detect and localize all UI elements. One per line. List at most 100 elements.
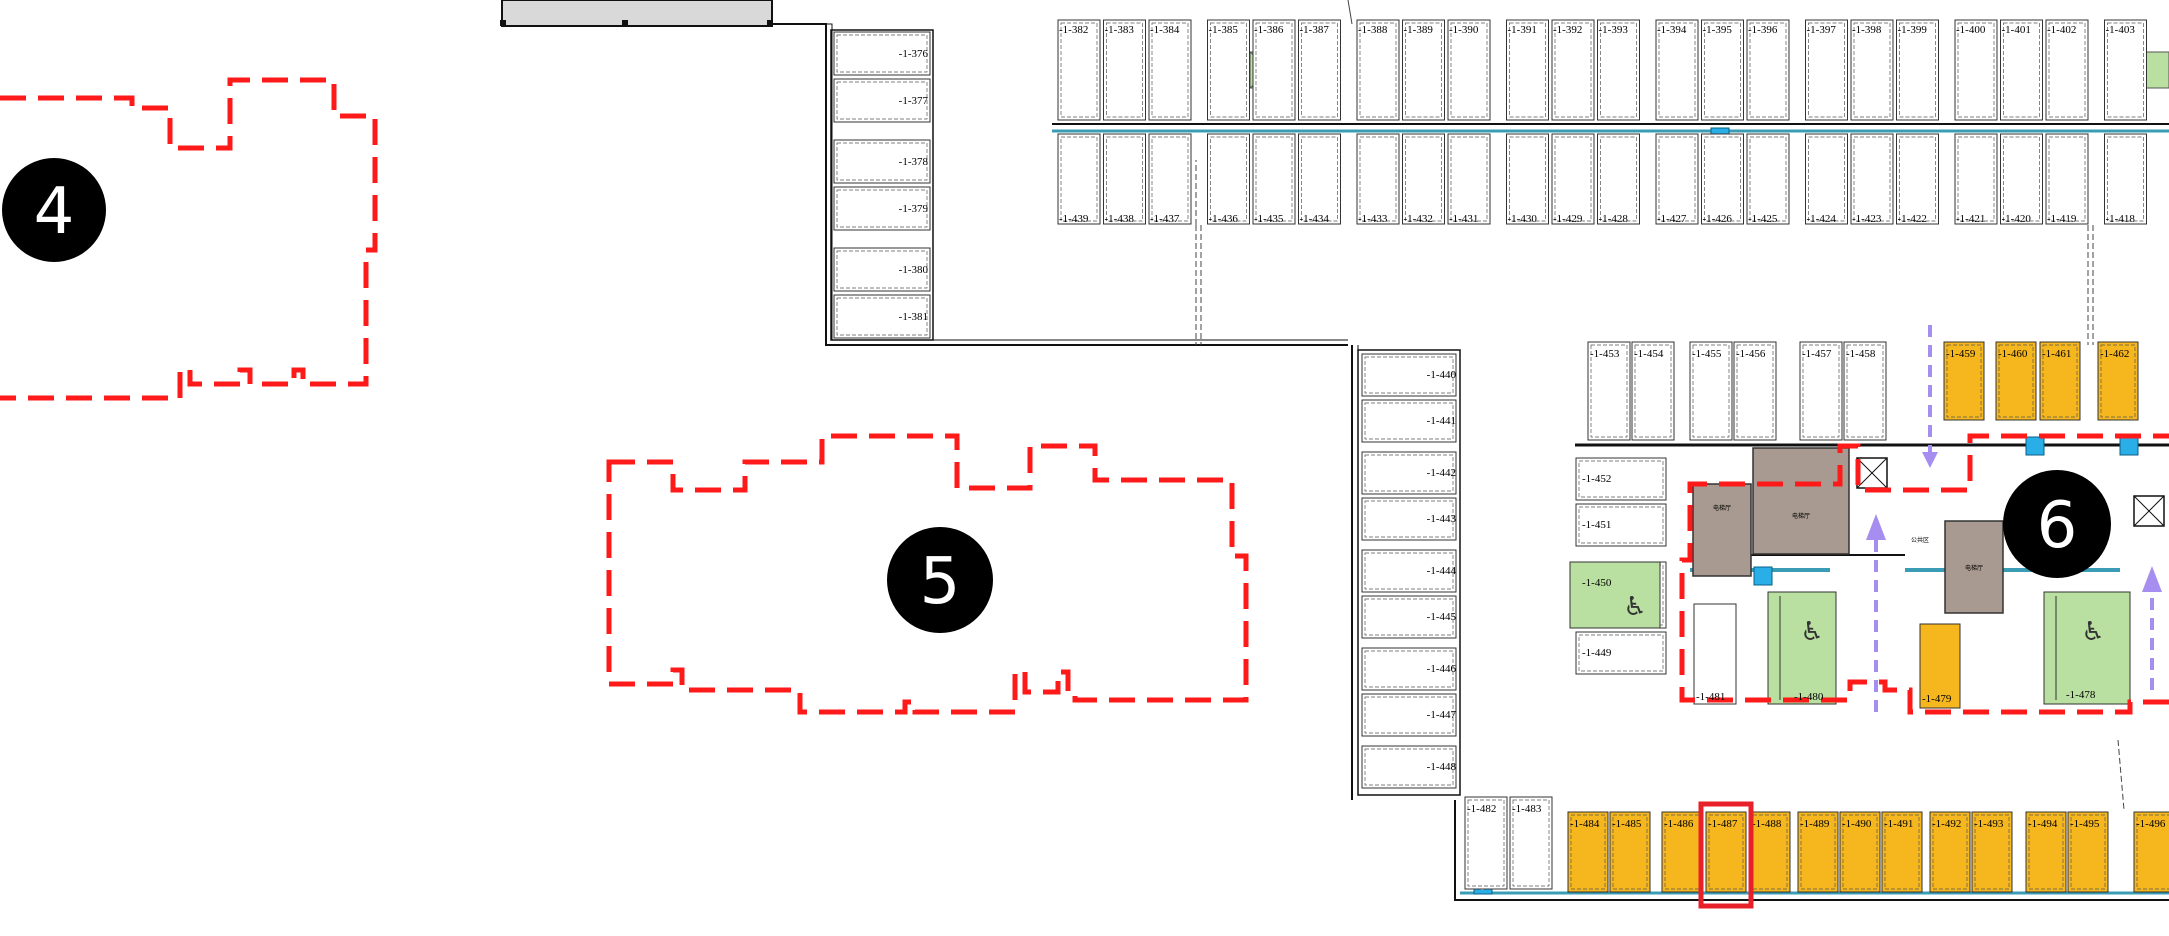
lot-label-1-460: -1-460: [1998, 348, 2028, 360]
lot-outline: [1658, 22, 1696, 118]
lot-label-1-485: -1-485: [1612, 818, 1642, 830]
parking-lot-1-428: [1597, 133, 1640, 225]
lot-outline: [1899, 136, 1936, 222]
lot-outline: [1554, 22, 1592, 118]
lot-label-1-441: -1-441: [1427, 415, 1456, 427]
parking-lot-1-490: [1839, 811, 1881, 893]
lot-label-1-486: -1-486: [1664, 818, 1694, 830]
lot-label-1-456: -1-456: [1736, 348, 1766, 360]
zone-4-boundary: [0, 77, 378, 401]
lot-outline: [1364, 454, 1454, 492]
lot-outline: [1957, 22, 1995, 118]
lot-outline: [2100, 344, 2136, 418]
lot-outline: [1899, 22, 1936, 118]
parking-lot-1-442: [1361, 451, 1457, 495]
lot-outline: [1359, 136, 1397, 222]
lot-outline: [1151, 136, 1189, 222]
parking-lot-1-458: [1843, 341, 1887, 441]
parking-lot-1-445: [1361, 595, 1457, 639]
parking-lot-1-459: [1943, 341, 1985, 421]
parking-lot-1-418: [2104, 133, 2147, 225]
lot-label-1-418: -1-418: [2106, 213, 2136, 225]
highlighted-lot-box: [1698, 801, 1754, 909]
parking-lot-1-421: [1954, 133, 1998, 225]
zone-badge-6-circle: [2003, 470, 2111, 578]
green-area-478: [2043, 591, 2131, 705]
lot-label-1-490: -1-490: [1842, 818, 1872, 830]
grid-dashed: [2117, 739, 2125, 811]
parking-block: [830, 29, 934, 341]
zone-6-boundary: [1679, 433, 2169, 715]
lot-outline: [1210, 136, 1247, 222]
lot-label-1-442: -1-442: [1427, 467, 1456, 479]
lot-outline: [1255, 136, 1293, 222]
lot-label-1-419: -1-419: [2047, 213, 2077, 225]
lot-label-1-436: -1-436: [1209, 213, 1239, 225]
parking-lot-1-398: [1850, 19, 1894, 121]
lot-outline: [1364, 402, 1454, 440]
lot-outline: [2107, 22, 2144, 118]
lot-outline: [1151, 22, 1189, 118]
parking-lot-1-431: [1447, 133, 1491, 225]
top-left-building: [501, 0, 773, 27]
parking-lot-1-379: [833, 186, 931, 231]
lot-outline: [1364, 598, 1454, 636]
zone-5-boundary: [606, 433, 1249, 715]
lot-label-1-439: -1-439: [1059, 213, 1089, 225]
lot-label-1-491: -1-491: [1884, 818, 1913, 830]
parking-lot-1-448: [1361, 745, 1457, 789]
parking-lot-1-400: [1954, 19, 1998, 121]
parking-lot-1-387: [1298, 19, 1341, 121]
upper-white-lots: [1587, 341, 1887, 441]
parking-lot-1-436: [1207, 133, 1250, 225]
lot-label-1-380: -1-380: [899, 264, 929, 276]
lot-label-1-438: -1-438: [1105, 213, 1135, 225]
lot-label-1-398: -1-398: [1852, 24, 1882, 36]
lot-outline: [836, 250, 928, 289]
zone-badge-6-number: 6: [2037, 489, 2078, 563]
parking-lot-1-433: [1356, 133, 1400, 225]
lot-outline: [836, 34, 928, 73]
lot-label-1-459: -1-459: [1946, 348, 1976, 360]
parking-top-rows: ♿: [1052, 19, 2169, 345]
parking-column-a: [830, 29, 934, 341]
parking-lot-1-453: [1587, 341, 1631, 441]
lot-outline: [1946, 344, 1982, 418]
lot-outline: [1578, 460, 1664, 498]
lot-label-1-445: -1-445: [1427, 611, 1457, 623]
parking-lot-1-494: [2025, 811, 2067, 893]
lot-outline: [1364, 748, 1454, 786]
parking-lot-1-482: [1464, 796, 1508, 890]
lot-label-1-447: -1-447: [1427, 709, 1457, 721]
lot-label-1-379: -1-379: [899, 203, 929, 215]
lot-label-1-452: -1-452: [1582, 473, 1611, 485]
ramp-symbol-icon: ♿: [1623, 592, 1646, 622]
parking-lot-1-443: [1361, 497, 1457, 541]
parking-lot-1-432: [1402, 133, 1445, 225]
lot-label-1-450: -1-450: [1582, 577, 1612, 589]
lot-481-frame: [1693, 603, 1737, 705]
lot-label-1-424: -1-424: [1807, 213, 1837, 225]
parking-lot-1-486: [1661, 811, 1703, 893]
lot-label-1-496: -1-496: [2136, 818, 2166, 830]
zone-badge-4-circle: [2, 158, 106, 262]
parking-lot-1-402: [2045, 19, 2089, 121]
lot-label-1-392: -1-392: [1553, 24, 1582, 36]
parking-lot-1-457: [1799, 341, 1843, 441]
parking-lot-1-491: [1881, 811, 1923, 893]
lot-label-1-479: -1-479: [1922, 693, 1952, 705]
lot-outline: [1704, 22, 1741, 118]
parking-lot-1-391: [1506, 19, 1549, 121]
zone-badge-4: 4: [2, 158, 106, 262]
lot-outline: [1364, 552, 1454, 590]
wall-line-inner: [776, 23, 1348, 341]
parking-lot-1-422: [1896, 133, 1939, 225]
lot-label-1-494: -1-494: [2028, 818, 2058, 830]
parking-lot-1-452: [1575, 457, 1667, 501]
core-building-6: 电梯厅 电梯厅 公共区 电梯厅 ♿ ♿ ♿: [1569, 325, 2169, 712]
lot-label-1-390: -1-390: [1449, 24, 1479, 36]
lot-label-1-430: -1-430: [1508, 213, 1538, 225]
lot-labels: -1-376-1-377-1-378-1-379-1-380-1-381-1-3…: [899, 24, 2166, 830]
zone-badge-5: 5: [887, 527, 993, 633]
lot-label-1-403: -1-403: [2106, 24, 2136, 36]
